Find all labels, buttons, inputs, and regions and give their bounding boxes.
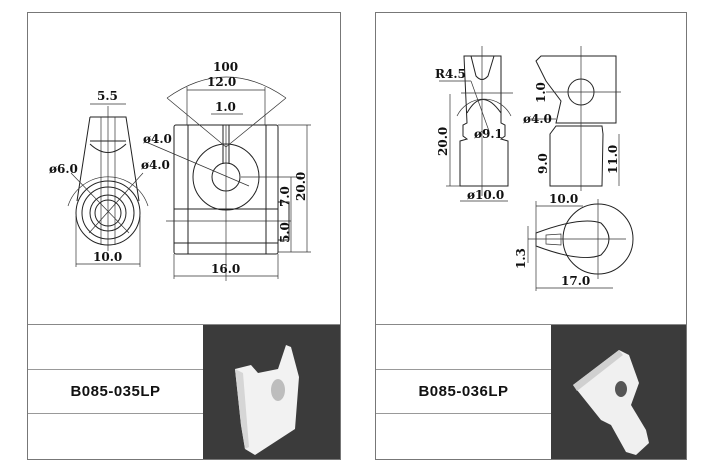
dim-total-width: 16.0 [211,262,240,276]
table-row-empty [376,414,551,459]
dim-base-width: 10.0 [93,250,122,264]
dim-head-width: 10.0 [549,192,578,206]
top-view: 10.0 1.3 17.0 [514,192,634,291]
dim-slot-span: 12.0 [207,75,236,89]
table-row-empty [28,325,203,370]
part-number: B085-036LP [376,370,551,415]
dim-shank-length: 9.0 [536,153,550,174]
dim-tab-height: 5.0 [278,222,292,243]
dim-hole-offset: 7.0 [278,186,292,207]
title-table: B085-036LP [376,325,551,459]
product-panel-b085-036lp: R4.5 20.0 ø9.1 ø10.0 1.0 ø4.0 9.0 11.0 [375,12,687,460]
dim-total-length: 17.0 [561,274,590,288]
table-row-empty [376,325,551,370]
dim-height: 20.0 [436,127,450,156]
dim-base-diameter: ø10.0 [467,188,504,202]
side-section-view: 1.0 ø4.0 9.0 11.0 [523,46,621,191]
dim-outer-diameter: ø6.0 [49,162,78,176]
dim-slot-width: 1.0 [534,82,548,103]
product-panel-b085-035lp: 5.5 ø6.0 ø4.0 10.0 [27,12,341,460]
info-block: B085-035LP [28,324,340,459]
part-number: B085-035LP [28,370,203,415]
dim-hole-diameter: ø4.0 [523,112,552,126]
dim-gap: 1.3 [514,248,528,269]
table-row-empty [28,414,203,459]
technical-drawing: 5.5 ø6.0 ø4.0 10.0 [49,60,311,281]
dim-inner-diameter: ø9.1 [474,127,503,141]
dim-height: 20.0 [294,172,308,201]
dim-radius: R4.5 [435,67,466,81]
part-render-image [573,350,649,455]
dim-top-width: 5.5 [97,89,118,103]
dim-shank-total: 11.0 [606,145,620,174]
title-table: B085-035LP [28,325,203,459]
dim-hole-diameter: ø4.0 [143,132,172,146]
section-view: R4.5 20.0 ø9.1 ø10.0 [435,46,513,202]
dim-slot-width: 1.0 [215,100,236,114]
dim-angle: 100 [213,60,238,74]
side-view: 5.5 ø6.0 ø4.0 10.0 [49,89,170,267]
front-view: 100 12.0 1.0 ø4.0 16.0 20.0 7.0 5.0 [143,60,311,281]
dim-inner-diameter: ø4.0 [141,158,170,172]
part-render-image [235,345,299,455]
technical-drawing: R4.5 20.0 ø9.1 ø10.0 1.0 ø4.0 9.0 11.0 [435,46,634,291]
product-photo [203,325,340,459]
info-block: B085-036LP [376,324,686,459]
product-photo [551,325,686,459]
